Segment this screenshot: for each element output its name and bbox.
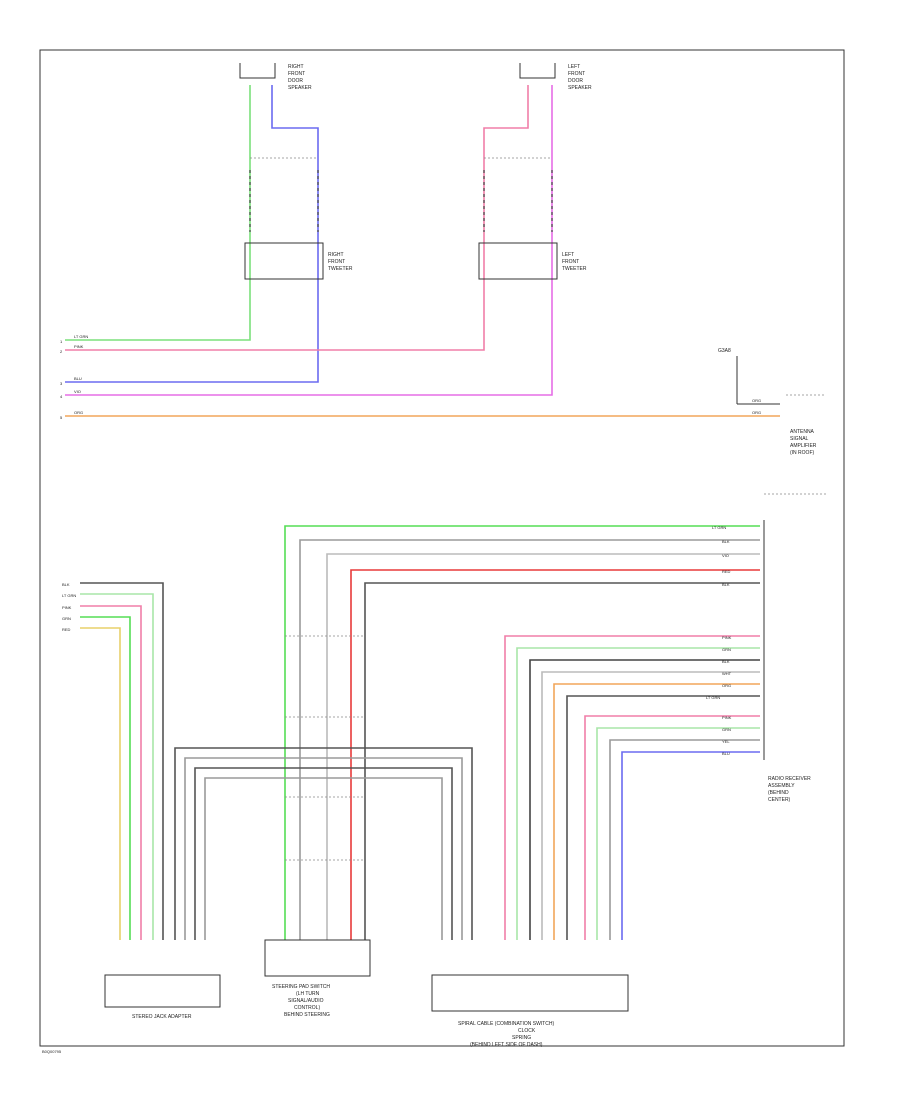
svg-text:2: 2 [60, 349, 63, 354]
svg-text:BEHIND STEERING: BEHIND STEERING [284, 1012, 330, 1018]
svg-text:RIGHT: RIGHT [328, 252, 344, 258]
svg-text:SIGNAL/AUDIO: SIGNAL/AUDIO [288, 998, 324, 1004]
svg-text:CENTER): CENTER) [768, 797, 791, 803]
svg-text:PINK: PINK [74, 344, 84, 349]
svg-text:TWEETER: TWEETER [562, 266, 587, 272]
left-front-door-speaker: LEFT FRONT DOOR SPEAKER [519, 63, 592, 91]
stereo-jack-adapter: STEREO JACK ADAPTER [104, 974, 221, 1020]
svg-text:(BEHIND LEFT SIDE OF DASH): (BEHIND LEFT SIDE OF DASH) [470, 1042, 543, 1048]
svg-text:DOOR: DOOR [288, 78, 303, 84]
interconnect-bus [174, 747, 473, 940]
svg-text:FRONT: FRONT [288, 71, 305, 77]
svg-text:SIGNAL: SIGNAL [790, 436, 809, 442]
receiver-lower-wires [504, 635, 760, 940]
radio-receiver-connector: RADIO RECEIVER ASSEMBLY (BEHIND CENTER) [763, 493, 826, 803]
svg-text:SPRING: SPRING [512, 1035, 531, 1041]
svg-text:BLK: BLK [722, 582, 730, 587]
svg-text:RIGHT: RIGHT [288, 64, 304, 70]
svg-text:LEFT: LEFT [568, 64, 580, 70]
stereo-jack-wires: BLK LT GRN PINK GRN RED [62, 582, 164, 940]
svg-text:LT GRN: LT GRN [74, 334, 88, 339]
svg-text:3: 3 [60, 381, 63, 386]
svg-text:STEREO JACK ADAPTER: STEREO JACK ADAPTER [132, 1014, 192, 1020]
spiral-cable: SPIRAL CABLE (COMBINATION SWITCH) CLOCK … [431, 974, 629, 1048]
svg-text:GRN: GRN [722, 727, 731, 732]
svg-text:(IN ROOF): (IN ROOF) [790, 450, 814, 456]
svg-text:VIO: VIO [722, 553, 729, 558]
svg-text:G3A8: G3A8 [718, 348, 731, 354]
diagram-id: B0Q00795 [42, 1049, 62, 1054]
right-front-door-speaker: RIGHT FRONT DOOR SPEAKER [239, 63, 312, 91]
top-wire-labels: 1 LT GRN 2 PINK 3 BLU 4 VIO 5 ORG [60, 334, 88, 420]
svg-text:4: 4 [60, 394, 63, 399]
svg-text:RED: RED [62, 627, 71, 632]
svg-text:FRONT: FRONT [328, 259, 345, 265]
svg-text:BLU: BLU [74, 376, 82, 381]
svg-text:CLOCK: CLOCK [518, 1028, 536, 1034]
svg-text:STEERING PAD SWITCH: STEERING PAD SWITCH [272, 984, 330, 990]
receiver-upper-wires [284, 525, 760, 940]
svg-text:VIO: VIO [74, 389, 81, 394]
svg-text:RED: RED [722, 569, 731, 574]
svg-text:1: 1 [60, 339, 63, 344]
svg-text:BLK: BLK [62, 582, 70, 587]
svg-text:FRONT: FRONT [568, 71, 585, 77]
left-front-tweeter: LEFT FRONT TWEETER [478, 242, 587, 280]
svg-text:ANTENNA: ANTENNA [790, 429, 815, 435]
svg-text:PINK: PINK [62, 605, 72, 610]
svg-text:SPIRAL CABLE (COMBINATION SWIT: SPIRAL CABLE (COMBINATION SWITCH) [458, 1021, 554, 1027]
svg-text:ORG: ORG [752, 410, 761, 415]
steering-pad-switch: STEERING PAD SWITCH (LH TURN SIGNAL/AUDI… [264, 939, 371, 1018]
svg-text:SPEAKER: SPEAKER [568, 85, 592, 91]
svg-text:SPEAKER: SPEAKER [288, 85, 312, 91]
right-front-tweeter: RIGHT FRONT TWEETER [244, 242, 353, 280]
svg-text:FRONT: FRONT [562, 259, 579, 265]
svg-text:ORG: ORG [752, 398, 761, 403]
svg-text:GRN: GRN [722, 647, 731, 652]
ground-symbol: G3A8 [718, 348, 780, 405]
svg-text:LT GRN: LT GRN [712, 525, 726, 530]
svg-text:ORG: ORG [74, 410, 83, 415]
svg-text:(BEHIND: (BEHIND [768, 790, 789, 796]
svg-text:BLU: BLU [722, 751, 730, 756]
antenna-amplifier: ORG ORG ANTENNA SIGNAL AMPLIFIER (IN ROO… [752, 394, 824, 456]
svg-text:5: 5 [60, 415, 63, 420]
wire-right-blue [65, 85, 319, 383]
diagram-frame [39, 49, 845, 1047]
receiver-wire-labels: LT GRN BLK VIO RED BLK PINK GRN BLK WHT … [706, 525, 732, 756]
svg-text:DOOR: DOOR [568, 78, 583, 84]
svg-text:PINK: PINK [722, 635, 732, 640]
svg-text:TWEETER: TWEETER [328, 266, 353, 272]
mid-connectors [285, 635, 365, 861]
svg-text:(LH TURN: (LH TURN [296, 991, 320, 997]
svg-text:BLK: BLK [722, 539, 730, 544]
svg-text:LEFT: LEFT [562, 252, 574, 258]
svg-text:RADIO RECEIVER: RADIO RECEIVER [768, 776, 811, 782]
svg-text:PINK: PINK [722, 715, 732, 720]
svg-text:ORG: ORG [722, 683, 731, 688]
wire-left-pink [65, 85, 529, 351]
svg-text:AMPLIFIER: AMPLIFIER [790, 443, 817, 449]
svg-text:ASSEMBLY: ASSEMBLY [768, 783, 795, 789]
wire-right-green [65, 85, 251, 341]
svg-text:YEL: YEL [722, 739, 730, 744]
wire-left-magenta [65, 85, 553, 396]
svg-text:BLK: BLK [722, 659, 730, 664]
svg-text:LT GRN: LT GRN [62, 593, 76, 598]
svg-text:CONTROL): CONTROL) [294, 1005, 320, 1011]
svg-text:GRN: GRN [62, 616, 71, 621]
svg-text:WHT: WHT [722, 671, 732, 676]
svg-text:LT GRN: LT GRN [706, 695, 720, 700]
